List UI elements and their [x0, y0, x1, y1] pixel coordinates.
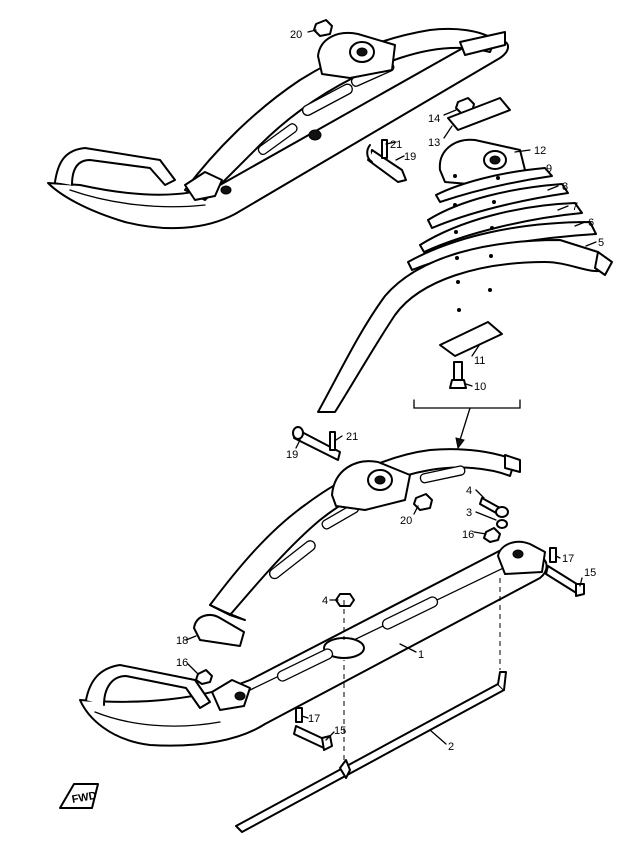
leaf-spring-stack [317, 97, 613, 450]
callout-3: 3 [466, 507, 472, 519]
callout-14: 14 [428, 113, 440, 125]
callout-20-lower: 20 [400, 515, 412, 527]
callout-13: 13 [428, 137, 440, 149]
leaf-9 [435, 167, 553, 203]
callout-8: 8 [562, 181, 568, 193]
plate-13 [447, 97, 511, 131]
bolt-15-front [293, 725, 327, 749]
bolt-10 [453, 361, 463, 381]
callout-21-top: 21 [390, 139, 402, 151]
callout-4-centre: 4 [322, 595, 328, 607]
callout-1: 1 [418, 649, 424, 661]
callout-9: 9 [546, 163, 552, 175]
callout-12: 12 [534, 145, 546, 157]
callout-21-lower: 21 [346, 431, 358, 443]
clamp-18 [193, 614, 245, 647]
leader-lines [185, 29, 597, 745]
callout-6: 6 [588, 217, 594, 229]
callout-4-rear: 4 [466, 485, 472, 497]
bolt-15-rear [545, 565, 581, 595]
callout-19-top: 19 [404, 151, 416, 163]
callout-10: 10 [474, 381, 486, 393]
leaf-7 [419, 202, 583, 253]
nut-16-front [195, 669, 213, 685]
callout-17-rear: 17 [562, 553, 574, 565]
callout-18: 18 [176, 635, 188, 647]
assembled-ski-top [47, 19, 509, 230]
fwd-label: FWD [71, 790, 98, 806]
lower-spring-assembly [79, 426, 585, 833]
callout-5: 5 [598, 237, 604, 249]
leaf-8 [427, 183, 569, 229]
callout-11: 11 [474, 355, 485, 367]
callout-19-lower: 19 [286, 449, 298, 461]
callout-15-front: 15 [334, 725, 346, 737]
callout-16-front: 16 [176, 657, 188, 669]
callout-7: 7 [572, 201, 578, 213]
bolt-4-centre [335, 593, 355, 607]
callout-17-front: 17 [308, 713, 320, 725]
callout-2: 2 [448, 741, 454, 753]
callout-labels: 20 14 13 21 19 12 9 8 7 6 5 11 10 21 19 … [176, 29, 604, 753]
plate-11 [439, 321, 503, 357]
leaf-5 [317, 239, 606, 413]
callout-15-rear: 15 [584, 567, 596, 579]
callout-20-top: 20 [290, 29, 302, 41]
forward-arrow-icon: FWD [59, 783, 99, 809]
callout-16-rear: 16 [462, 529, 474, 541]
